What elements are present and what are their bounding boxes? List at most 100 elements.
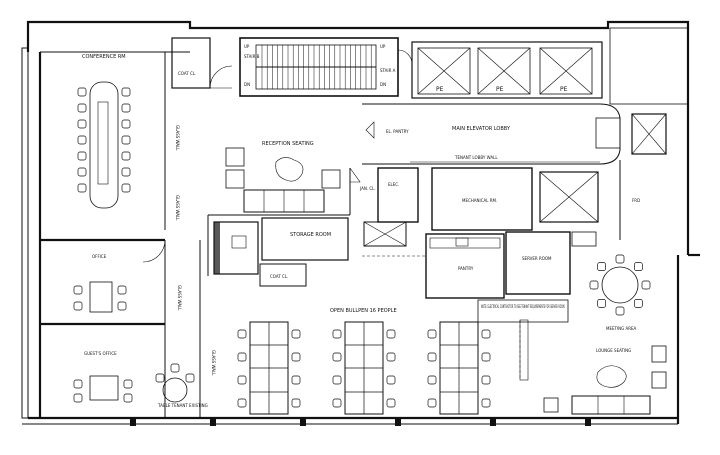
office-chair [185,373,195,383]
conference-chair [121,87,131,97]
workstation-chair [481,375,491,385]
office-chair [117,285,127,295]
workstation-chair [481,398,491,408]
workstation-chair [386,352,396,362]
office-chair [73,393,83,403]
workstation-chair [427,329,437,339]
meeting-chair [615,306,625,316]
workstation-chair [291,329,301,339]
workstation-chair [332,329,342,339]
workstation-cluster [249,321,289,415]
meeting-chair [597,299,606,308]
workstation-cluster [439,321,479,415]
svg-text:PE: PE [436,86,444,93]
coat-closet-label-top: COAT CL. [178,71,196,76]
lounge-sofa [571,395,651,415]
lounge-chair-1 [651,345,667,363]
janitor-closet-label: JAN. CL. [359,186,376,191]
office-desk [89,281,113,313]
workstation-chair [481,329,491,339]
elevator-car-1: PE [417,47,471,95]
workstation-chair [291,375,301,385]
svg-text:PE: PE [560,86,568,93]
table-tenant-existing-label: TABLE TENANT EXISTING [157,403,208,408]
conference-chair [77,135,87,145]
pantry-label: PANTRY [458,266,474,271]
server-room-label: SERVER ROOM [522,256,552,261]
coat-closet-top: COAT CL. [171,37,233,89]
conference-chair [121,151,131,161]
workstation-chair [427,352,437,362]
workstation-chair [332,352,342,362]
office-chair [123,393,133,403]
conference-chair [77,87,87,97]
conference-chair [121,119,131,129]
reception-side-table-3 [321,169,341,189]
meeting-table [601,266,639,304]
workstation-cluster [344,321,384,415]
workstation-chair [427,375,437,385]
conference-chair [77,167,87,177]
stair-a-label: STAIR A [380,68,396,73]
tenant-lobby-wall-label: TENANT LOBBY WALL [454,155,498,160]
elevator-car-3: PE [539,47,593,95]
office-chair [73,285,83,295]
el-pantry-label: EL. PANTRY [386,129,409,134]
existing-table [162,377,188,403]
workstation-chair [237,375,247,385]
guests-office-label: GUEST'S OFFICE [84,351,117,356]
workstation-chair [237,352,247,362]
workstation-chair [427,398,437,408]
office-chair [73,379,83,389]
conference-room: CONFERENCE RM GLASS WALL GLASS WALL [77,52,180,230]
glass-wall-label-2: GLASS WALL [175,195,180,221]
workstation-chair [386,329,396,339]
lounge-chair-2 [651,371,667,389]
stairs: STAIR B STAIR A UP DN UP DN [239,37,413,97]
frd-label: FRD [632,198,640,203]
mechanical-room-label: MECHANICAL RM. [462,198,497,203]
workstation-chair [386,375,396,385]
glass-wall-label-1: GLASS WALL [175,125,180,151]
conference-chair [121,135,131,145]
workstations [237,321,491,415]
stair-dn-label-2: DN [380,82,386,87]
workstation-chair [237,329,247,339]
guest-desk [89,375,119,401]
conference-chair [77,119,87,129]
office-chair [123,379,133,389]
reception-area: RECEPTION SEATING JAN. CL. [207,141,376,276]
coat-closet-label-mid: COAT CL. [270,274,288,279]
storage-room: STORAGE ROOM COAT CL. [213,217,349,287]
reception-rug [275,157,304,182]
main-elevator-lobby-label: MAIN ELEVATOR LOBBY [452,126,511,132]
meeting-area-label: MEETING AREA [606,326,637,331]
meeting-chair [641,280,651,290]
workstation-chair [237,398,247,408]
meeting-chair [589,280,599,290]
elevator-lobby: MAIN ELEVATOR LOBBY TENANT LOBBY WALL EL… [362,103,667,165]
workstation-chair [291,352,301,362]
stair-dn-label-1: DN [244,82,250,87]
conference-chair [121,183,131,193]
open-bullpen: OPEN BULLPEN 16 PEOPLE [237,308,491,415]
office-label: OFFICE [92,254,107,259]
meeting-chairs [589,254,651,316]
reception-side-table-1 [225,147,245,167]
conference-table [89,81,119,209]
elec-room-label: ELEC. [388,182,399,187]
lounge-rug [596,365,627,388]
workstation-chair [332,375,342,385]
workstation-chair [481,352,491,362]
meeting-lounge: MEETING AREA LOUNGE SEATING [519,254,667,415]
meeting-chair [634,262,643,271]
conference-chair [121,167,131,177]
workstation-chair [332,398,342,408]
stair-up-label-1: UP [244,44,250,49]
meeting-chair [615,254,625,264]
conference-chair [121,103,131,113]
open-bullpen-label: OPEN BULLPEN 16 PEOPLE [330,308,397,314]
glass-wall-label-3: GLASS WALL [177,285,182,311]
passenger-elevators: PE PE PE [411,41,603,99]
svg-text:PE: PE [496,86,504,93]
